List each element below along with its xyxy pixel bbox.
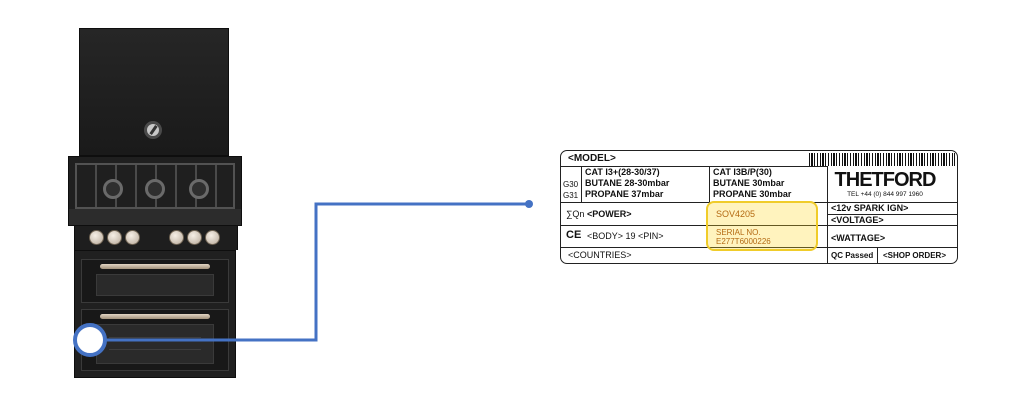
model-field: <MODEL> xyxy=(568,153,616,164)
grill-door xyxy=(81,259,229,303)
qc-passed: QC Passed xyxy=(831,251,874,260)
control-knob-icon xyxy=(125,230,140,245)
power-field: <POWER> xyxy=(587,209,632,219)
wattage-field: <WATTAGE> xyxy=(831,233,886,243)
oven-window xyxy=(96,324,214,364)
burner-icon xyxy=(145,179,165,199)
grid-line xyxy=(561,247,957,248)
cooker-illustration xyxy=(60,28,250,378)
body-pin-field: <BODY> 19 <PIN> xyxy=(587,231,664,241)
spark-ignition-field: <12v SPARK IGN> xyxy=(831,203,909,213)
grid-line xyxy=(709,166,710,202)
hob-edge xyxy=(69,209,241,225)
shop-order-field: <SHOP ORDER> xyxy=(883,251,946,260)
serial-number-value: E277T6000226 xyxy=(716,237,771,246)
brand-telephone: TEL +44 (0) 844 997 1960 xyxy=(847,191,923,198)
pan-support-grate xyxy=(75,163,235,209)
category-1-line-3: PROPANE 37mbar xyxy=(585,189,664,199)
category-2-line-2: BUTANE 30mbar xyxy=(713,178,785,188)
category-1-code-1: G30 xyxy=(563,180,579,189)
grid-line xyxy=(877,247,878,263)
connector-path xyxy=(90,202,529,342)
grid-line xyxy=(827,214,957,215)
power-symbol: ∑Qn xyxy=(566,209,585,219)
grill-handle xyxy=(100,264,210,269)
ce-mark-icon: CE xyxy=(566,229,582,241)
serial-number-label: SERIAL NO. xyxy=(716,228,761,237)
grill-window xyxy=(96,274,214,296)
serial-highlight xyxy=(706,201,818,251)
burner-icon xyxy=(103,179,123,199)
control-knob-icon xyxy=(169,230,184,245)
rating-plate: <MODEL> CAT I3+(28-30/37) G30 BUTANE 28-… xyxy=(560,150,958,264)
cooker-lid xyxy=(79,28,229,156)
product-code: SOV4205 xyxy=(716,209,756,219)
burner-icon xyxy=(189,179,209,199)
grid-line xyxy=(827,166,828,263)
category-1-code-2: G31 xyxy=(563,191,579,200)
control-knob-icon xyxy=(89,230,104,245)
category-2-line-1: CAT I3B/P(30) xyxy=(713,167,772,177)
oven-handle xyxy=(100,314,210,319)
oven-rack xyxy=(109,337,201,338)
grid-line xyxy=(561,225,957,226)
connector-end-dot xyxy=(525,200,533,208)
lid-lock-icon xyxy=(144,121,162,139)
location-marker-icon xyxy=(73,323,107,357)
cooker-hob xyxy=(68,156,242,226)
control-panel xyxy=(74,226,238,250)
control-knob-icon xyxy=(187,230,202,245)
grid-line xyxy=(581,166,582,202)
barcode-icon xyxy=(809,153,955,166)
oven-rack xyxy=(109,349,201,350)
category-1-line-2: BUTANE 28-30mbar xyxy=(585,178,670,188)
category-1-line-1: CAT I3+(28-30/37) xyxy=(585,167,660,177)
control-knob-icon xyxy=(205,230,220,245)
grid-line xyxy=(561,166,827,167)
category-2-line-3: PROPANE 30mbar xyxy=(713,189,792,199)
countries-field: <COUNTRIES> xyxy=(568,250,632,260)
voltage-field: <VOLTAGE> xyxy=(831,215,884,225)
control-knob-icon xyxy=(107,230,122,245)
brand-logo: THETFORD xyxy=(834,169,937,191)
